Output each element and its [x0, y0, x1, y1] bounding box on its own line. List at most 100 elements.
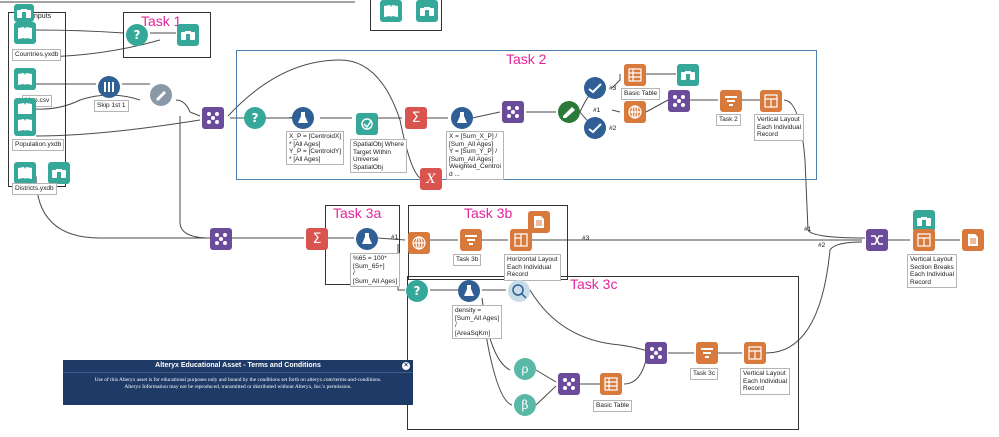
label-vertical-layout-final: Vertical Layout Section Breaks Each Indi…: [907, 254, 958, 288]
flask-icon: [457, 112, 467, 123]
wire-label-hash1-c: #1: [804, 226, 812, 233]
layout-tool-3c[interactable]: [744, 342, 766, 364]
filter-tool-task1[interactable]: ?: [126, 24, 148, 46]
book-icon: [384, 5, 398, 17]
container-task1-title: Task 1: [141, 13, 182, 29]
render-tool-final[interactable]: [962, 229, 984, 251]
book-icon: [18, 27, 32, 39]
binoculars-icon: [181, 31, 195, 40]
layout-join-3c[interactable]: [645, 342, 667, 364]
terms-banner-title: Alteryx Educational Asset - Terms and Co…: [63, 360, 413, 373]
render-icon: [968, 234, 978, 246]
label-horizontal-layout: Horizontal Layout Each Individual Record: [504, 254, 561, 281]
check-icon: [588, 83, 602, 94]
layout-icon: [917, 233, 931, 247]
formula-tool-x[interactable]: [451, 107, 473, 129]
join-tool-3[interactable]: [210, 228, 232, 250]
render-tool-3b[interactable]: [528, 211, 550, 233]
binoculars-icon: [52, 169, 66, 178]
append-tool-2[interactable]: [584, 117, 606, 139]
container-task3c[interactable]: [407, 276, 799, 430]
layout-union-final[interactable]: [866, 229, 888, 251]
layout-tool-task2[interactable]: [760, 90, 782, 112]
layout-join-task2[interactable]: [668, 90, 690, 112]
label-formula-65: %65 = 100* [Sum_65+] / [Sum_All Ages]: [350, 253, 401, 287]
join-icon: [563, 378, 575, 390]
book-icon: [18, 167, 32, 179]
join-icon: [673, 95, 685, 107]
map-tool-task2[interactable]: [624, 101, 646, 123]
wire-label-hash2-a: #2: [609, 125, 617, 132]
label-vertical-layout-2: Vertical Layout Each Individual Record: [754, 114, 805, 141]
formula-tool-density[interactable]: [458, 280, 480, 302]
tile-tool-top[interactable]: ρ: [514, 358, 536, 380]
label-formula-xp: X_P = [CentroidX] * [All Ages] Y_P = [Ce…: [286, 131, 345, 165]
input-tool-districts[interactable]: [14, 162, 36, 184]
input-tool-map[interactable]: [14, 68, 36, 90]
sample-tool-skip[interactable]: [98, 76, 120, 98]
cross-tab-tool[interactable]: X: [420, 168, 442, 190]
binoculars-icon: [917, 217, 931, 226]
autofield-tool[interactable]: [150, 84, 172, 106]
binoculars-icon: [17, 9, 31, 18]
select-tool-task2[interactable]: [558, 101, 580, 123]
pencil-icon: [563, 107, 575, 118]
flask-icon: [464, 285, 474, 296]
flask-icon: [362, 233, 372, 244]
table-tool-3c[interactable]: [600, 373, 622, 395]
sigma-icon: Σ: [411, 110, 421, 126]
filter-tool-task2[interactable]: ?: [244, 107, 266, 129]
map-tool-3b[interactable]: [408, 232, 430, 254]
browse-tool-inputs[interactable]: [14, 4, 34, 22]
report-text-3b[interactable]: [460, 229, 482, 251]
union-icon: [871, 235, 883, 245]
append-tool-1[interactable]: [584, 77, 606, 99]
summarize-tool-task2[interactable]: Σ: [405, 107, 427, 129]
spatial-match-tool[interactable]: [356, 113, 378, 135]
spatial-info-tool[interactable]: [508, 280, 530, 302]
browse-tool-task2[interactable]: [677, 64, 699, 86]
formula-tool-xp[interactable]: [292, 107, 314, 129]
container-task3a-title: Task 3a: [333, 205, 382, 221]
table-tool-task2[interactable]: [624, 64, 646, 86]
layout-icon: [748, 346, 762, 360]
join-tool-main[interactable]: [202, 107, 224, 129]
input-tool-population[interactable]: [14, 114, 36, 136]
terms-banner: Alteryx Educational Asset - Terms and Co…: [63, 360, 413, 405]
terms-line-1: Use of this Alteryx asset is for educati…: [94, 377, 382, 383]
join-tool-task2[interactable]: [502, 101, 524, 123]
join-icon: [215, 233, 227, 245]
rho-icon: ρ: [521, 362, 529, 376]
close-icon[interactable]: ×: [402, 362, 410, 370]
label-spatial-where: SpatialObj Where Target Within Universe …: [350, 139, 407, 173]
summarize-tool-3a[interactable]: Σ: [306, 228, 328, 250]
label-countries: Countries.yxdb: [12, 49, 62, 61]
browse-tool-top[interactable]: [416, 0, 438, 22]
magnifier-icon: [512, 284, 527, 299]
layout-tool-final[interactable]: [913, 229, 935, 251]
formula-tool-65[interactable]: [356, 228, 378, 250]
tile-tool-bottom[interactable]: β: [514, 394, 536, 416]
join-icon: [507, 106, 519, 118]
check-icon: [588, 123, 602, 134]
container-task1[interactable]: [123, 12, 211, 58]
browse-tool-task1[interactable]: [177, 24, 199, 46]
container-task2[interactable]: [236, 50, 817, 180]
input-tool-top[interactable]: [380, 0, 402, 22]
report-text-task2[interactable]: [720, 90, 742, 112]
globe-icon: [628, 105, 642, 119]
union-tool-3c[interactable]: [558, 373, 580, 395]
layout-icon: [514, 233, 528, 247]
filter-tool-3c[interactable]: ?: [406, 280, 428, 302]
label-districts: Districts.yxdb: [12, 183, 57, 195]
container-task3b-title: Task 3b: [464, 205, 513, 221]
report-text-3c[interactable]: [696, 342, 718, 364]
browse-tool-districts[interactable]: [48, 162, 70, 184]
container-top-browse[interactable]: [370, 0, 442, 31]
globe-icon: [412, 236, 426, 250]
label-vertical-layout-3c: Vertical Layout Each Individual Record: [740, 368, 791, 395]
layout-tool-3b[interactable]: [510, 229, 532, 251]
input-tool-countries[interactable]: [14, 22, 36, 44]
browse-tool-final[interactable]: [913, 210, 935, 232]
